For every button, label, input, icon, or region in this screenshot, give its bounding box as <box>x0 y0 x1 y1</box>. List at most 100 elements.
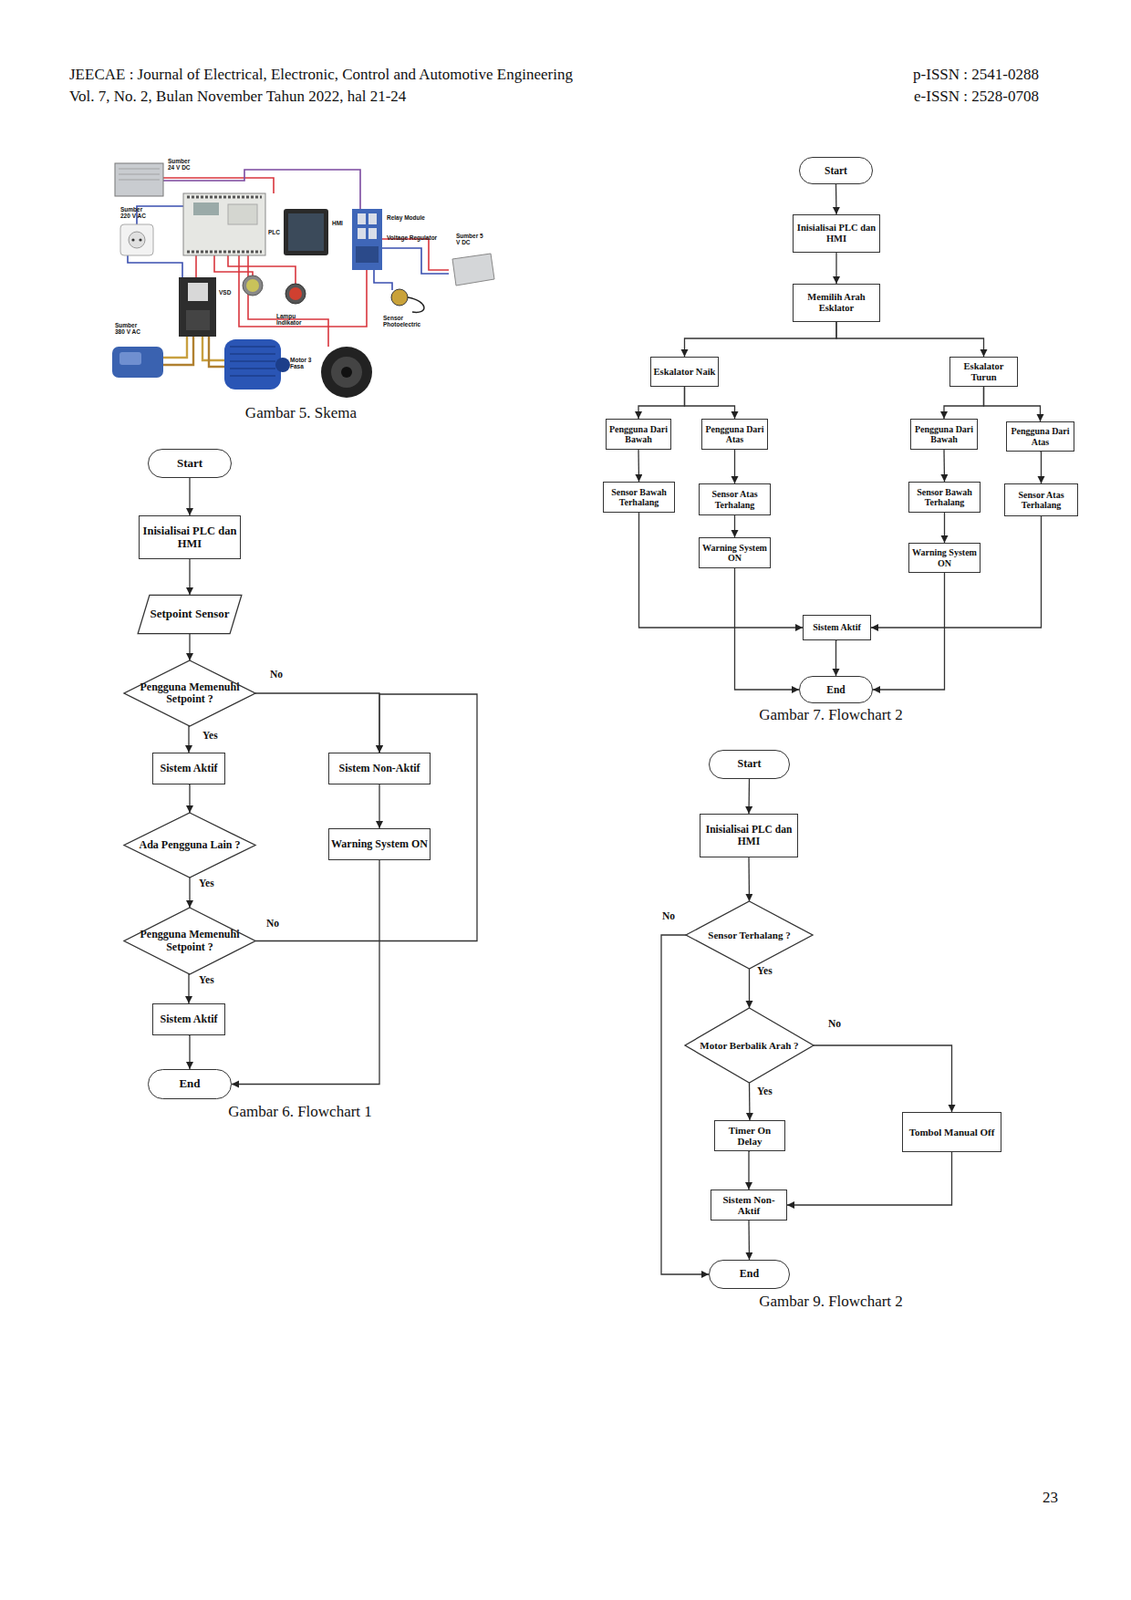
part-label: HMI <box>332 219 351 227</box>
node-text: Setpoint Sensor <box>149 607 229 622</box>
process-box: Eskalator Turun <box>949 356 1018 387</box>
shape-outline <box>124 812 256 878</box>
process-box: Sensor Atas Terhalang <box>698 483 771 516</box>
edge-label: Yes <box>198 877 215 889</box>
decision-diamond: Motor Berbalik Arah ? <box>684 1007 814 1083</box>
node-text: Ada Pengguna Lain ? <box>138 839 240 851</box>
header-text: JEECAE : Journal of Electrical, Electron… <box>69 65 799 84</box>
edge-label: No <box>266 917 280 929</box>
process-box: Pengguna Dari Atas <box>1006 421 1075 452</box>
node-text: Sensor Bawah Terhalang <box>605 487 673 508</box>
decision-diamond: Ada Pengguna Lain ? <box>124 812 256 878</box>
node-text: End <box>178 1077 200 1091</box>
node-text: Sistem Non-Aktif <box>339 762 421 775</box>
flow-arrow <box>748 1082 751 1121</box>
flow-arrow <box>255 693 380 753</box>
node-text: Sensor Terhalang ? <box>707 929 790 941</box>
node-text: Inisialisai PLC dan HMI <box>702 823 796 848</box>
process-box: Inisialisai PLC dan HMI <box>792 214 881 253</box>
node-text-holder: Tombol Manual Off <box>907 1125 997 1139</box>
flow-arrow <box>944 386 985 419</box>
part-label: Sensor Photoelectric <box>383 314 424 329</box>
part-label: Relay Module <box>386 214 433 221</box>
node-text-holder: Inisialisai PLC dan HMI <box>139 523 240 551</box>
node-text-holder: Eskalator Naik <box>652 365 718 379</box>
flow-arrow <box>747 778 750 814</box>
process-box: Inisialisai PLC dan HMI <box>138 515 241 560</box>
node-text-holder: Pengguna Dari Atas <box>1006 425 1074 447</box>
node-text-holder: Motor Berbalik Arah ? <box>697 1038 800 1052</box>
edge-label: No <box>662 910 675 922</box>
node-text: Start <box>176 456 203 471</box>
flow-arrow <box>188 974 190 1004</box>
flow-arrow <box>188 726 190 753</box>
process-box: Eskalator Naik <box>650 356 719 387</box>
flow-arrow <box>787 1151 953 1205</box>
flow-arrow <box>984 386 1041 422</box>
node-text: Eskalator Naik <box>653 366 716 378</box>
edge-label: No <box>828 1017 841 1029</box>
node-text: Eskalator Turun <box>952 361 1016 384</box>
node-text: Warning System ON <box>911 547 978 568</box>
shape-outline <box>124 907 256 975</box>
node-text: Sistem Non-Aktif <box>713 1193 785 1217</box>
node-text: Inisialisai PLC dan HMI <box>141 524 239 550</box>
edge-label: Yes <box>198 974 215 986</box>
node-text-holder: Pengguna Memenuhi Setpoint ? <box>136 927 242 955</box>
node-text-holder: End <box>737 1266 761 1281</box>
node-text: Memilih Arah Esklator <box>795 291 878 314</box>
node-text-holder: End <box>176 1076 202 1092</box>
node-text: Warning System ON <box>331 838 428 851</box>
figure-caption: Gambar 9. Flowchart 2 <box>694 1292 968 1311</box>
flow-arrow <box>735 568 800 690</box>
node-text: Start <box>824 165 848 177</box>
figure-caption: Gambar 7. Flowchart 2 <box>694 705 968 725</box>
flow-arrow <box>188 477 190 516</box>
node-text: Pengguna Memenuhi Setpoint ? <box>138 681 240 706</box>
process-box: Tombol Manual Off <box>902 1111 1002 1152</box>
terminal-oval: End <box>147 1068 232 1100</box>
node-text: Timer On Delay <box>716 1124 783 1148</box>
node-text-holder: Pengguna Memenuhi Setpoint ? <box>136 680 242 707</box>
node-text-holder: Eskalator Turun <box>950 360 1017 384</box>
flow-arrow <box>661 934 709 1275</box>
node-text-holder: Inisialisai PLC dan HMI <box>700 822 798 849</box>
flow-arrow <box>748 1151 750 1190</box>
decision-diamond: Pengguna Memenuhi Setpoint ? <box>124 907 256 975</box>
process-box: Timer On Delay <box>714 1120 786 1152</box>
flow-arrow <box>188 784 190 813</box>
process-box: Memilih Arah Esklator <box>792 283 881 322</box>
node-text: Pengguna Dari Atas <box>1008 425 1072 447</box>
node-text: Pengguna Dari Bawah <box>608 424 669 445</box>
node-text: Start <box>737 757 762 770</box>
process-box: Warning System ON <box>698 537 771 569</box>
process-box: Sistem Non-Aktif <box>710 1189 788 1221</box>
part-label: Sumber 380 V AC <box>114 321 146 336</box>
figure-caption: Gambar 5. Skema <box>164 404 438 423</box>
node-text-holder: Warning System ON <box>329 837 430 851</box>
node-text: End <box>826 684 845 696</box>
node-text: Sensor Atas Terhalang <box>701 488 768 509</box>
process-box: Inisialisai PLC dan HMI <box>699 813 799 858</box>
node-text-holder: Pengguna Dari Bawah <box>911 423 977 446</box>
flow-arrow <box>188 877 190 908</box>
node-text: Sensor Bawah Terhalang <box>911 487 978 508</box>
flow-arrow <box>188 1035 190 1069</box>
node-text: End <box>739 1267 759 1280</box>
flow-arrow <box>639 512 804 628</box>
node-text-holder: Warning System ON <box>909 546 980 569</box>
flow-arrow <box>836 640 838 676</box>
flow-arrow <box>638 386 685 419</box>
shape-outline <box>137 594 242 633</box>
part-label: Sumber 5 V DC <box>456 232 484 247</box>
node-text: Inisialisai PLC dan HMI <box>795 222 878 245</box>
process-box: Sistem Non-Aktif <box>328 752 431 785</box>
figure-caption: Gambar 6. Flowchart 1 <box>163 1102 437 1121</box>
part-label: Lampu Indikator <box>276 312 308 327</box>
flow-arrow <box>684 386 736 419</box>
flow-arrow <box>871 516 1042 628</box>
node-text-holder: Sistem Non-Aktif <box>337 761 423 776</box>
flow-arrow <box>872 572 945 690</box>
process-box: Pengguna Dari Bawah <box>605 418 672 450</box>
